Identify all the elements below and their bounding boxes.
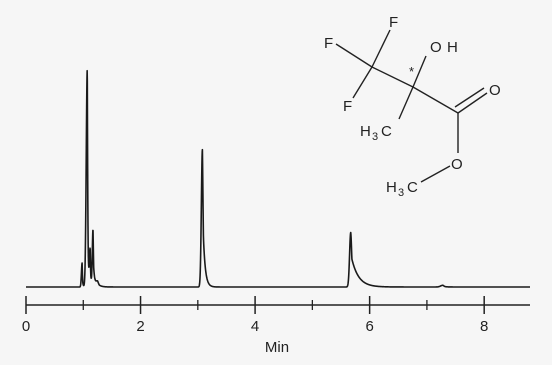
bond-chiral-oh — [412, 55, 427, 88]
methoxy-subscript: 3 — [398, 187, 404, 199]
atom-labels: F F F * O H O O H 3 C H 3 C — [324, 14, 501, 199]
methyl-subscript: 3 — [372, 131, 378, 143]
x-tick-label: 4 — [251, 318, 259, 335]
bond-cf3-chiral — [371, 66, 414, 88]
bond-c-f-bottom — [352, 66, 373, 99]
x-tick-label: 0 — [22, 318, 30, 335]
methoxy-h: H — [386, 179, 397, 196]
bond-chiral-carbonyl-c — [412, 86, 459, 114]
bond-carbonyl-double-2 — [454, 87, 485, 108]
atom-o-hydroxyl: O — [430, 39, 442, 56]
atom-o-ester: O — [451, 156, 463, 173]
x-axis: 0 2 4 6 8 — [22, 296, 530, 335]
atom-f-bottom: F — [343, 98, 352, 115]
stereocenter-mark: * — [409, 64, 414, 79]
atom-h-hydroxyl: H — [447, 39, 458, 56]
bond-carbonyl-double-1 — [457, 92, 488, 114]
x-axis-title: Min — [265, 339, 289, 356]
trace-layer — [25, 69, 531, 288]
molecular-structure — [335, 29, 488, 183]
methyl-c: C — [381, 123, 392, 140]
atom-f-top: F — [389, 14, 398, 31]
bond-chiral-methyl — [398, 86, 414, 120]
atom-f-left: F — [324, 35, 333, 52]
methyl-h: H — [360, 123, 371, 140]
x-tick-label: 8 — [480, 318, 488, 335]
bond-c-f-top — [371, 29, 391, 68]
bond-c-f-left — [335, 43, 373, 68]
x-tick-label: 2 — [136, 318, 144, 335]
chromatogram-trace — [25, 69, 531, 288]
bond-ester-o-methyl — [420, 165, 451, 183]
x-tick-label: 6 — [365, 318, 373, 335]
atom-o-carbonyl: O — [489, 82, 501, 99]
methoxy-c: C — [407, 179, 418, 196]
